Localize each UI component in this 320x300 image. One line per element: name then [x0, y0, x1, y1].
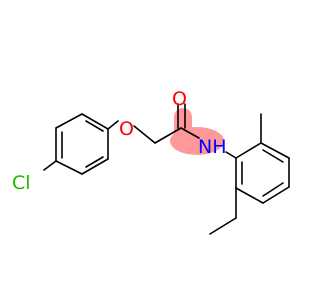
bond-ethyl — [209, 217, 237, 235]
double-bond-inner — [262, 149, 284, 163]
bond — [81, 113, 109, 130]
bond-c-o — [107, 120, 119, 130]
double-bond-inner — [85, 156, 104, 168]
carbonyl-oxygen-label: O — [172, 88, 187, 110]
bond — [55, 160, 83, 175]
bond — [235, 142, 262, 159]
double-bond-inner — [85, 120, 104, 132]
bond — [262, 186, 290, 204]
bond — [260, 142, 290, 159]
double-bond-inner — [262, 182, 284, 197]
bond — [235, 187, 264, 204]
bond-n-aryl — [225, 151, 237, 159]
bond-o-ch2 — [133, 125, 156, 144]
structure-diagram: Cl O O NH — [12, 88, 290, 235]
molecule-canvas: Cl O O NH — [12, 88, 290, 235]
bond-c-n — [180, 127, 200, 139]
ether-oxygen-label: O — [119, 118, 134, 140]
bond — [81, 158, 109, 175]
bond — [55, 113, 83, 129]
bonds — [43, 103, 290, 235]
bond-c-cl — [43, 160, 57, 171]
amide-nitrogen-label: NH — [198, 136, 227, 158]
bond-ch2-co — [154, 127, 182, 144]
nh-highlight — [170, 127, 224, 155]
chlorine-label: Cl — [12, 172, 31, 194]
